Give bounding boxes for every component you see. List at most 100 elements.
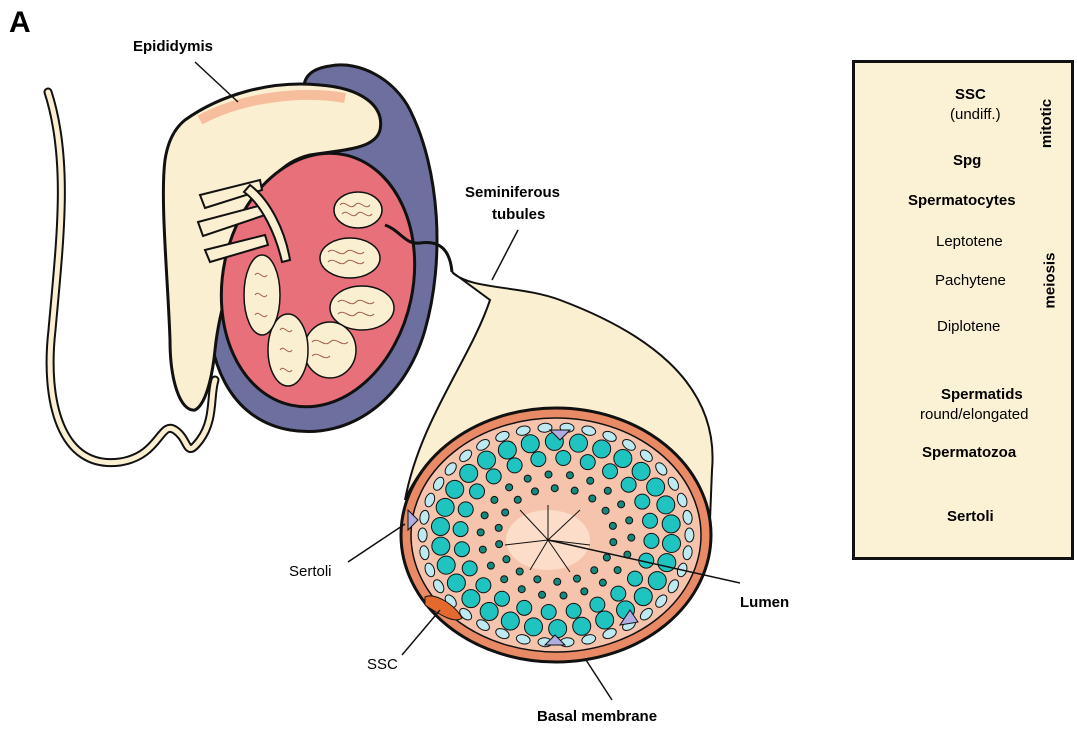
spermatocyte-cell <box>462 590 480 608</box>
spermatid-cell <box>487 562 494 569</box>
spermatid-cell <box>618 501 625 508</box>
spermatid-cell <box>503 556 510 563</box>
spermatocyte-cell <box>634 588 652 606</box>
spermatocyte-cell <box>644 533 659 548</box>
spermatid-cell <box>502 509 509 516</box>
spermatocyte-cell <box>541 604 556 619</box>
spermatid-cell <box>591 567 598 574</box>
panel-label: A <box>9 6 31 40</box>
spermatid-cell <box>609 522 616 529</box>
legend-meiosis: meiosis <box>1041 253 1058 309</box>
spermatocyte-cell <box>648 572 666 590</box>
spermatid-cell <box>587 477 594 484</box>
spermatid-cell <box>477 529 484 536</box>
spermatid-cell <box>589 495 596 502</box>
spermatocyte-cell <box>507 458 522 473</box>
spermatocyte-cell <box>658 554 676 572</box>
epididymis-label: Epididymis <box>133 38 213 55</box>
legend-mitotic: mitotic <box>1038 99 1055 148</box>
spermatid-cell <box>571 487 578 494</box>
spermatid-cell <box>626 517 633 524</box>
legend-sertoli: Sertoli <box>947 508 994 525</box>
spermatocyte-cell <box>614 450 632 468</box>
spermatid-cell <box>496 541 503 548</box>
spermatocyte-cell <box>596 611 614 629</box>
spermatocyte-cell <box>453 522 468 537</box>
spermatocyte-cell <box>590 597 605 612</box>
spermatocyte-cell <box>647 478 665 496</box>
spermatid-cell <box>566 472 573 479</box>
spermatocyte-cell <box>498 441 516 459</box>
spermatid-cell <box>554 578 561 585</box>
spermatocyte-cell <box>549 620 567 638</box>
spermatocyte-cell <box>603 464 618 479</box>
spermatocyte-cell <box>621 477 636 492</box>
spermatocyte-cell <box>501 612 519 630</box>
seminiferous-label-line2: tubules <box>492 206 545 223</box>
spermatocyte-cell <box>486 469 501 484</box>
spermatid-cell <box>581 588 588 595</box>
legend-spg: Spg <box>953 152 981 169</box>
spermatocyte-cell <box>524 618 542 636</box>
spermatocyte-cell <box>447 574 465 592</box>
spermatid-cell <box>514 496 521 503</box>
legend-diplotene: Diplotene <box>937 318 1000 335</box>
spermatid-cell <box>610 539 617 546</box>
legend-spermatocytes: Spermatocytes <box>908 192 1016 209</box>
basal-membrane-label: Basal membrane <box>537 708 657 725</box>
spermatocyte-cell <box>570 434 588 452</box>
spermatid-cell <box>603 554 610 561</box>
spermatocyte-cell <box>431 518 449 536</box>
spermatocyte-cell <box>494 591 509 606</box>
spermatid-cell <box>506 484 513 491</box>
spermatid-cell <box>534 576 541 583</box>
spermatocyte-cell <box>480 602 498 620</box>
spermatocyte-cell <box>460 464 478 482</box>
legend-ssc-sub: (undiff.) <box>950 106 1001 123</box>
legend-spermatozoa: Spermatozoa <box>922 444 1016 461</box>
spermatocyte-cell <box>556 451 571 466</box>
spermatid-cell <box>545 471 552 478</box>
legend-spermatids: Spermatids <box>941 386 1023 403</box>
spermatocyte-cell <box>662 515 680 533</box>
legend-leptotene: Leptotene <box>936 233 1003 250</box>
spermatid-cell <box>560 592 567 599</box>
spermatogonium-cell <box>418 528 427 542</box>
legend-spermatids-sub: round/elongated <box>920 406 1028 423</box>
spermatocyte-cell <box>477 451 495 469</box>
spermatocyte-cell <box>627 571 642 586</box>
ssc-label: SSC <box>367 656 398 673</box>
spermatocyte-cell <box>643 513 658 528</box>
spermatocyte-cell <box>657 496 675 514</box>
spermatocyte-cell <box>462 561 477 576</box>
spermatid-cell <box>599 579 606 586</box>
spermatid-cell <box>495 524 502 531</box>
spermatid-cell <box>602 507 609 514</box>
legend-pachytene: Pachytene <box>935 272 1006 289</box>
spermatocyte-cell <box>432 537 450 555</box>
spermatid-cell <box>628 534 635 541</box>
spermatocyte-cell <box>531 452 546 467</box>
spermatid-cell <box>574 575 581 582</box>
spermatocyte-cell <box>566 603 581 618</box>
spermatocyte-cell <box>580 455 595 470</box>
spermatocyte-cell <box>458 502 473 517</box>
spermatocyte-cell <box>593 440 611 458</box>
spermatid-cell <box>531 488 538 495</box>
spermatocyte-cell <box>446 480 464 498</box>
spermatocyte-cell <box>635 494 650 509</box>
spermatocyte-cell <box>611 586 626 601</box>
lumen-label: Lumen <box>740 594 789 611</box>
spermatocyte-cell <box>436 498 454 516</box>
spermatocyte-cell <box>632 462 650 480</box>
sertoli-label: Sertoli <box>289 563 332 580</box>
spermatid-cell <box>551 485 558 492</box>
spermatocyte-cell <box>521 435 539 453</box>
spermatid-cell <box>518 586 525 593</box>
seminiferous-label-line1: Seminiferous <box>465 184 560 201</box>
spermatid-cell <box>614 567 621 574</box>
spermatid-cell <box>479 546 486 553</box>
spermatid-cell <box>524 475 531 482</box>
spermatocyte-cell <box>476 578 491 593</box>
spermatocyte-cell <box>663 534 681 552</box>
